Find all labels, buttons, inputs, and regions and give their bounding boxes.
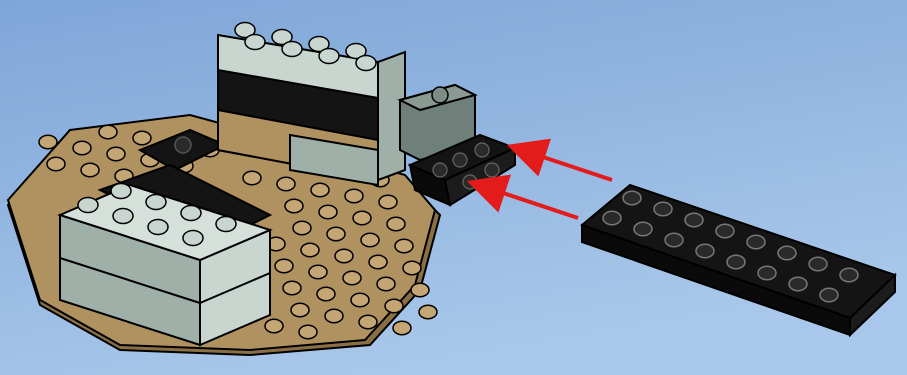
stud	[603, 211, 621, 225]
stud	[243, 171, 261, 185]
stud	[623, 191, 641, 205]
stud	[319, 49, 339, 64]
stud	[379, 195, 397, 209]
stud	[377, 277, 395, 291]
stud	[99, 125, 117, 139]
stud	[319, 205, 337, 219]
stud	[351, 293, 369, 307]
stud	[419, 305, 437, 319]
stud	[81, 163, 99, 177]
stud	[73, 141, 91, 155]
stud	[285, 199, 303, 213]
stud	[327, 227, 345, 241]
stud	[146, 195, 166, 210]
stud	[181, 206, 201, 221]
stud	[277, 177, 295, 191]
stud	[361, 233, 379, 247]
stud	[654, 202, 672, 216]
stud	[809, 257, 827, 271]
stud	[789, 277, 807, 291]
stud	[345, 189, 363, 203]
stud	[820, 288, 838, 302]
stud	[634, 222, 652, 236]
stud	[395, 239, 413, 253]
stud	[265, 319, 283, 333]
stud	[353, 211, 371, 225]
stud	[335, 249, 353, 263]
stud	[78, 198, 98, 213]
stud	[111, 184, 131, 199]
stud	[133, 131, 151, 145]
stud	[47, 157, 65, 171]
stud	[107, 147, 125, 161]
stud	[356, 56, 376, 71]
stud	[309, 265, 327, 279]
stud	[343, 271, 361, 285]
stud	[317, 287, 335, 301]
stud	[727, 255, 745, 269]
stud	[747, 235, 765, 249]
stud	[685, 213, 703, 227]
stud	[325, 309, 343, 323]
stud	[403, 261, 421, 275]
stud	[282, 42, 302, 57]
stud	[299, 325, 317, 339]
stud	[311, 183, 329, 197]
stud	[696, 244, 714, 258]
stud	[840, 268, 858, 282]
stud	[283, 281, 301, 295]
stud	[387, 217, 405, 231]
stud	[293, 221, 311, 235]
stud	[716, 224, 734, 238]
stud	[665, 233, 683, 247]
stud	[183, 231, 203, 246]
stud	[359, 315, 377, 329]
stud	[385, 299, 403, 313]
stud	[369, 255, 387, 269]
stud	[275, 259, 293, 273]
stud	[301, 243, 319, 257]
stud	[39, 135, 57, 149]
stud	[778, 246, 796, 260]
stud	[758, 266, 776, 280]
stud	[245, 35, 265, 50]
stud	[216, 217, 236, 232]
stud	[393, 321, 411, 335]
stud	[148, 220, 168, 235]
stud	[291, 303, 309, 317]
stud	[411, 283, 429, 297]
stud	[113, 209, 133, 224]
